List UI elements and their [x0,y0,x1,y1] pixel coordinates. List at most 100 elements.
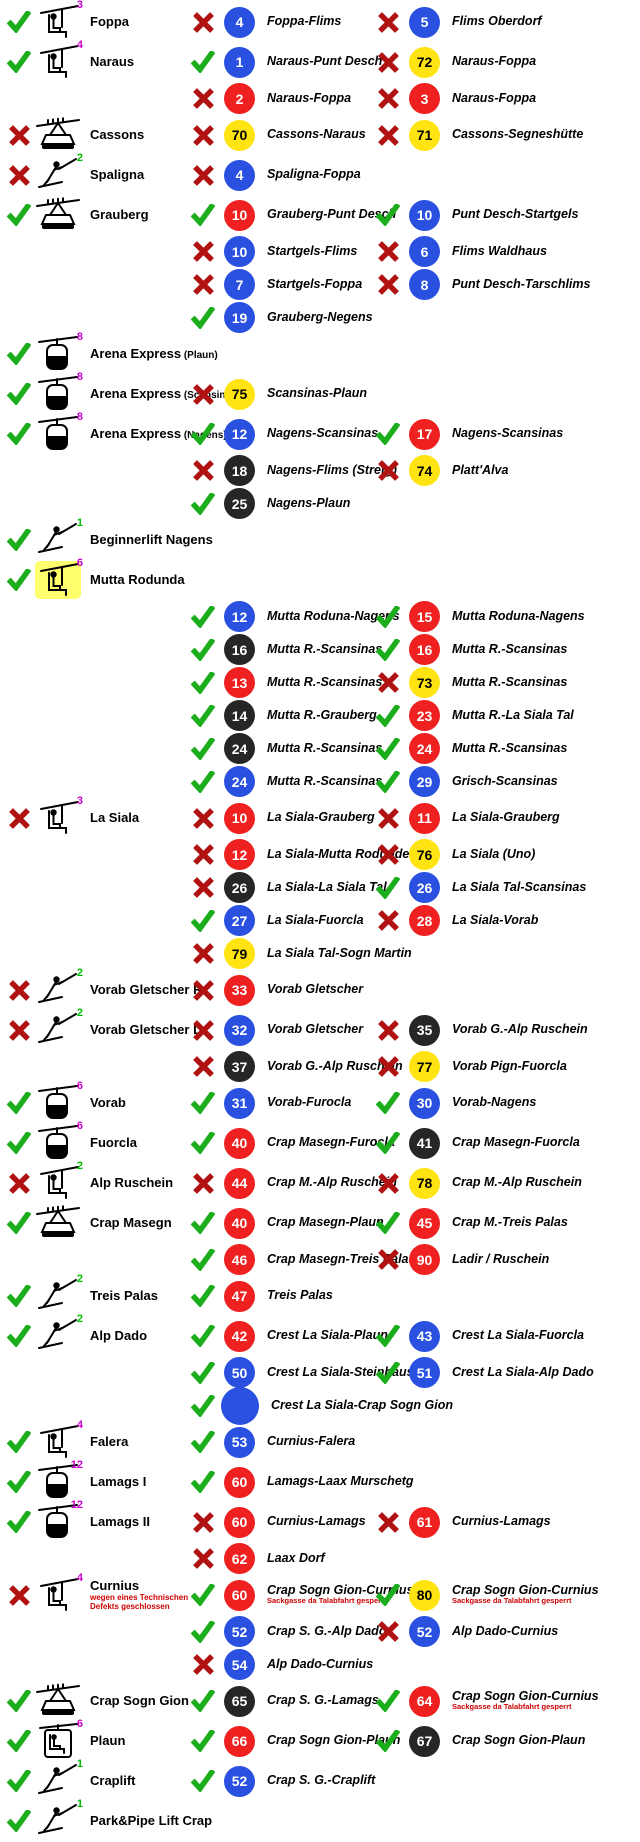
slope-number-badge: 52 [409,1616,440,1647]
lift-capacity: 1 [76,1798,83,1810]
lift-capacity: 2 [76,1007,83,1019]
lift-name: Park&Pipe Lift Crap [90,1813,213,1829]
slope-name: Cassons-Naraus [267,127,366,142]
lift-icon-slot: 4 [32,39,84,81]
slope-name: Curnius-Lamags [452,1514,551,1529]
slope-label: Mutta R.-Grauberg [267,708,377,722]
closed-x-icon [190,383,216,405]
slope-name: Treis Palas [267,1288,333,1303]
slope-name: Crap M.-Treis Palas [452,1215,568,1230]
lift-icon-slot: 3 [32,0,84,41]
slope-label: Mutta R.-La Siala Tal [452,708,574,722]
slope-number-badge: 10 [224,802,255,834]
slope-label: Nagens-Flims (Stretg) [267,463,397,477]
open-check-icon [190,1361,216,1384]
lift-icon-slot [32,1204,84,1242]
lift-icon-slot: 6 [32,1081,84,1122]
slope-number-badge: 6 [409,236,440,267]
slope-number-badge: 65 [224,1685,255,1717]
slope-label: Vorab-Nagens [452,1096,536,1109]
slope-name: Crap S. G.-Craplift [267,1773,376,1788]
open-check-icon [375,876,401,899]
lift-label: Cassons [90,128,144,142]
slope-name: Crest La Siala-Alp Dado [452,1364,594,1379]
slope-number-badge: 54 [224,1649,255,1680]
slope-number-badge: 13 [224,667,255,698]
slope-label: Nagens-Plaun [267,496,350,510]
slope-label: Alp Dado-Curnius [267,1657,373,1671]
lift-note: wegen eines Technischen Defekts geschlos… [90,1592,189,1611]
open-check-icon [190,204,216,226]
slope-name: Crap Sogn Gion-Plaun [452,1733,586,1748]
lift-name: Naraus [90,54,135,70]
slope-label: Naraus-Punt Desch [267,55,382,68]
slope-number-badge: 4 [224,159,255,191]
slope-name: La Siala Tal-Sogn Martin [267,945,412,960]
open-check-icon [190,1431,216,1453]
lift-capacity: 2 [76,152,83,164]
closed-x-icon [375,1249,401,1270]
slope-label: La Siala Tal-Scansinas [452,880,586,894]
open-check-icon [6,1511,32,1533]
slope-label: Crest La Siala-Fuorcla [452,1329,584,1342]
slope-name: Crest La Siala-Crap Sogn Gion [271,1397,453,1412]
slope-number-badge: 62 [224,1543,255,1574]
open-check-icon [190,605,216,628]
lift-label: Lamags I [90,1475,146,1489]
lift-name: Fuorcla [90,1135,137,1151]
open-check-icon [375,737,401,760]
draglift-icon: 2 [35,968,83,1009]
slope-column-cell: 54 Alp Dado-Curnius [190,1649,375,1680]
slope-label: Mutta R.-Scansinas [267,642,382,656]
lift-icon-slot [32,196,84,234]
open-check-icon [6,1770,32,1792]
slope-name: Foppa-Flims [267,14,342,29]
lift-column-cell: Crap Sogn Gion [0,1682,190,1720]
lift-capacity: 4 [76,39,83,51]
lift-column-cell: Grauberg [0,196,190,234]
slope-label: Vorab G.-Alp Ruschein [452,1023,588,1036]
lift-icon-slot [32,116,84,154]
slope-label: Curnius-Lamags [267,1515,366,1528]
slope-number-badge: 18 [224,455,255,486]
slope-number-badge: 37 [224,1051,255,1082]
slope-number-badge: 45 [409,1207,440,1239]
open-check-icon [190,306,216,329]
slope-number-badge: 53 [224,1426,255,1458]
slope-number-badge: 44 [224,1167,255,1199]
draglift-icon: 1 [35,1798,83,1840]
slope-number-badge: 33 [224,974,255,1006]
closed-x-icon [190,1172,216,1194]
gondola-icon: 8 [35,372,83,413]
lift-label: Vorab Gletscher L [90,1023,201,1037]
lift-icon-slot [32,1682,84,1720]
slope-name: La Siala-Mutta Rodunde [267,846,410,861]
open-check-icon [190,638,216,661]
open-check-icon [375,704,401,727]
open-check-icon [6,11,32,33]
slope-number-badge: 17 [409,418,440,450]
open-check-icon [6,204,32,226]
slope-number-badge: 74 [409,455,440,486]
closed-x-icon [6,1584,32,1606]
